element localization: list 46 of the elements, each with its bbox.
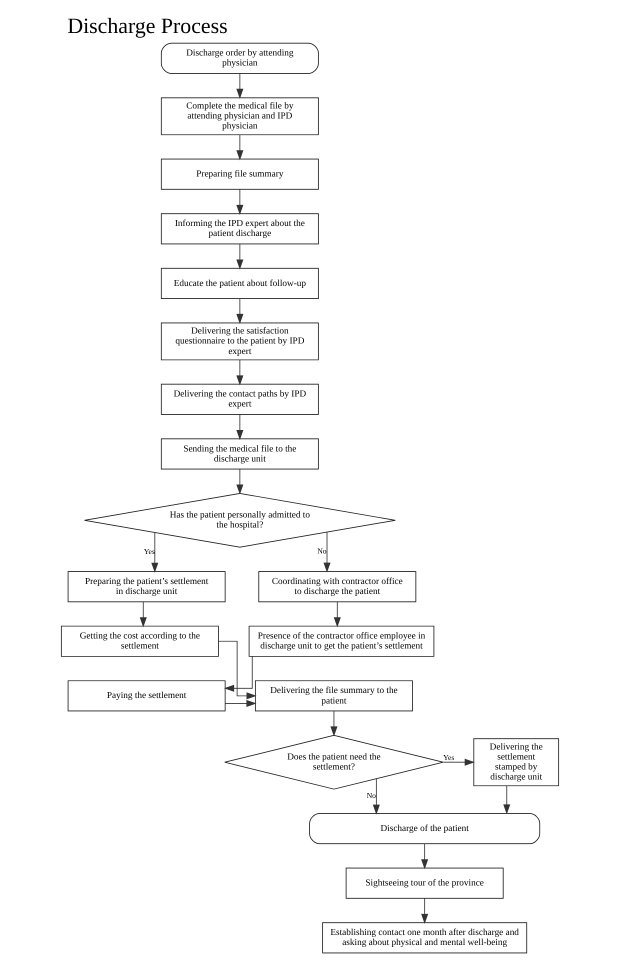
arrow: [442, 758, 475, 766]
arrow: [140, 601, 147, 628]
node-box: Informing the IPD expert about the patient discharge: [160, 213, 319, 244]
arrow: [236, 360, 244, 386]
edge-label: No: [366, 791, 376, 800]
edge-label: Yes: [144, 546, 155, 556]
arrow: [334, 601, 341, 628]
diagram-title: Discharge Process: [67, 14, 228, 38]
edge-label: Yes: [443, 752, 454, 762]
node-box: Establishing contact one month after discharge and asking about physical and mental well-being: [322, 922, 528, 954]
edge-label: No: [317, 546, 327, 556]
arrow: [236, 414, 244, 440]
arrow: [218, 640, 257, 700]
arrow: [236, 244, 244, 270]
node-diamond: Has the patient personally admitted to the hospital?: [84, 493, 396, 548]
node-box: Preparing file summary: [160, 158, 319, 190]
node-diamond: Does the patient need the settlement?: [224, 734, 444, 790]
arrow: [236, 134, 244, 160]
node-box: Educate the patient about follow-up: [160, 268, 319, 299]
node-box: Discharge of the patient: [309, 813, 540, 844]
node-box: Sending the medical file to the discharge unit: [160, 438, 319, 470]
node-box: Delivering the settlement stamped by discharge unit: [473, 738, 560, 786]
node-box: Delivering the satisfaction questionnaire to the patient by IPD expert: [160, 322, 319, 360]
node-box: Preparing the patient’s settlement in discharge unit: [68, 571, 226, 602]
node-box: Sightseeing tour of the province: [346, 868, 504, 899]
arrow: [503, 785, 510, 814]
node-box: Getting the cost according to the settlement: [60, 626, 219, 657]
arrow: [224, 656, 253, 692]
arrow: [236, 73, 244, 99]
node-box: Delivering the file summary to the patient: [254, 680, 413, 712]
node-box: Delivering the contact paths by IPD expert: [160, 384, 319, 415]
node-box: Discharge order by attending physician: [160, 42, 319, 74]
node-box: Presence of the contractor office employee in discharge unit to get the patient’s settlement: [248, 626, 434, 657]
node-box: Complete the medical file by attending physician and IPD physician: [160, 97, 319, 136]
node-box: Coordinating with contractor office to discharge the patient: [258, 571, 416, 602]
arrow: [421, 898, 428, 924]
arrow: [151, 532, 158, 573]
arrow: [421, 843, 428, 870]
arrow: [224, 700, 256, 707]
arrow: [236, 298, 244, 324]
arrow: [236, 468, 244, 495]
arrow: [236, 189, 244, 215]
arrow: [330, 710, 338, 736]
node-box: Paying the settlement: [68, 680, 226, 712]
arrow: [323, 532, 331, 573]
arrow: [372, 778, 380, 815]
